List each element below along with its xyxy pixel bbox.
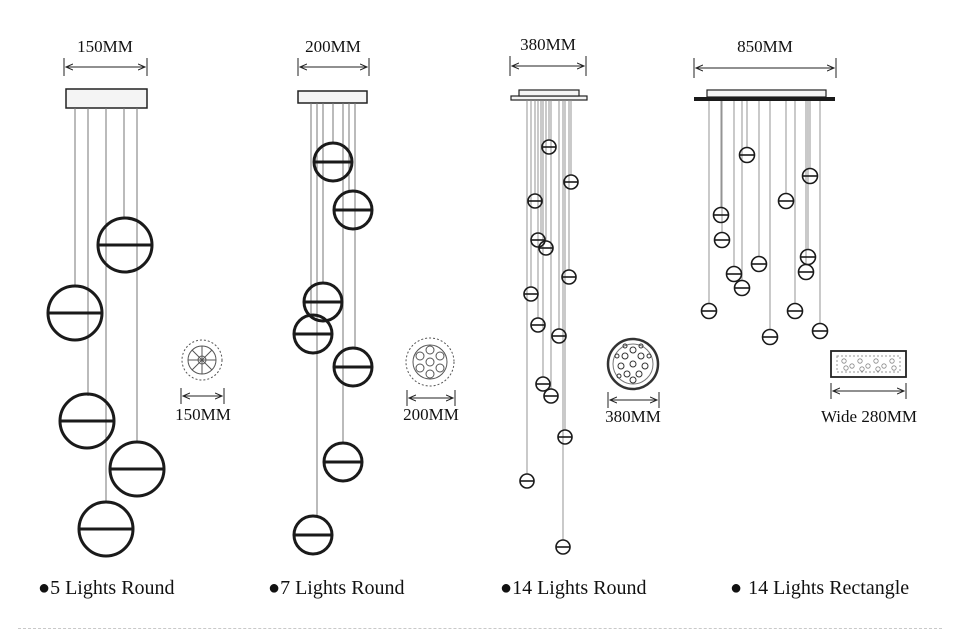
top-dimension-line: 380MM bbox=[509, 35, 587, 76]
variant-14-lights-rectangle: 850MM bbox=[693, 37, 917, 599]
suspension-cables bbox=[526, 100, 572, 540]
variant-caption: ●7 Lights Round bbox=[268, 577, 405, 599]
bottom-view-icon bbox=[405, 337, 455, 387]
top-dimension-label: 200MM bbox=[305, 37, 361, 56]
ceiling-canopy bbox=[694, 89, 835, 101]
bullet: ● bbox=[500, 577, 512, 599]
top-dimension-label: 850MM bbox=[737, 37, 793, 56]
pendant-globes bbox=[700, 146, 829, 346]
side-dimension-label: Wide 280MM bbox=[821, 407, 917, 426]
caption-text: 14 Lights Rectangle bbox=[748, 577, 909, 599]
suspension-cables bbox=[74, 108, 138, 503]
caption-text: 7 Lights Round bbox=[280, 577, 404, 599]
side-dimension-line: Wide 280MM bbox=[821, 383, 917, 426]
variant-caption: ● 14 Lights Rectangle bbox=[730, 577, 909, 599]
suspension-cables bbox=[708, 101, 821, 330]
bottom-view-icon bbox=[606, 337, 660, 391]
top-dimension-line: 200MM bbox=[297, 37, 370, 76]
bottom-view-icon bbox=[830, 350, 907, 378]
ceiling-canopy bbox=[65, 88, 148, 109]
top-dimension-label: 380MM bbox=[520, 35, 576, 54]
bullet: ● bbox=[38, 577, 50, 599]
caption-text: 5 Lights Round bbox=[50, 577, 174, 599]
ceiling-canopy bbox=[510, 89, 588, 101]
bottom-divider bbox=[18, 628, 942, 629]
ceiling-canopy bbox=[297, 90, 368, 104]
side-dimension-line: 150MM bbox=[175, 388, 231, 424]
top-dimension-line: 150MM bbox=[63, 37, 148, 76]
suspension-cables bbox=[310, 103, 356, 517]
bullet: ● bbox=[730, 577, 742, 599]
variant-5-lights-round: 150MM bbox=[38, 37, 231, 599]
side-dimension-label: 380MM bbox=[605, 407, 661, 426]
top-dimension-label: 150MM bbox=[77, 37, 133, 56]
bullet: ● bbox=[268, 577, 280, 599]
pendant-globes bbox=[519, 139, 579, 555]
variant-14-lights-round: 380MM bbox=[500, 35, 661, 599]
side-dimension-label: 200MM bbox=[403, 405, 459, 424]
caption-text: 14 Lights Round bbox=[512, 577, 646, 599]
variant-7-lights-round: 200MM bbox=[268, 37, 459, 599]
variant-caption: ●14 Lights Round bbox=[500, 577, 647, 599]
side-dimension-line: 380MM bbox=[605, 392, 661, 426]
pendant-globes bbox=[292, 141, 374, 556]
variant-caption: ●5 Lights Round bbox=[38, 577, 175, 599]
side-dimension-label: 150MM bbox=[175, 405, 231, 424]
top-dimension-line: 850MM bbox=[693, 37, 837, 78]
side-dimension-line: 200MM bbox=[403, 390, 459, 424]
pendant-globes bbox=[46, 216, 166, 558]
bottom-view-icon bbox=[181, 339, 223, 381]
